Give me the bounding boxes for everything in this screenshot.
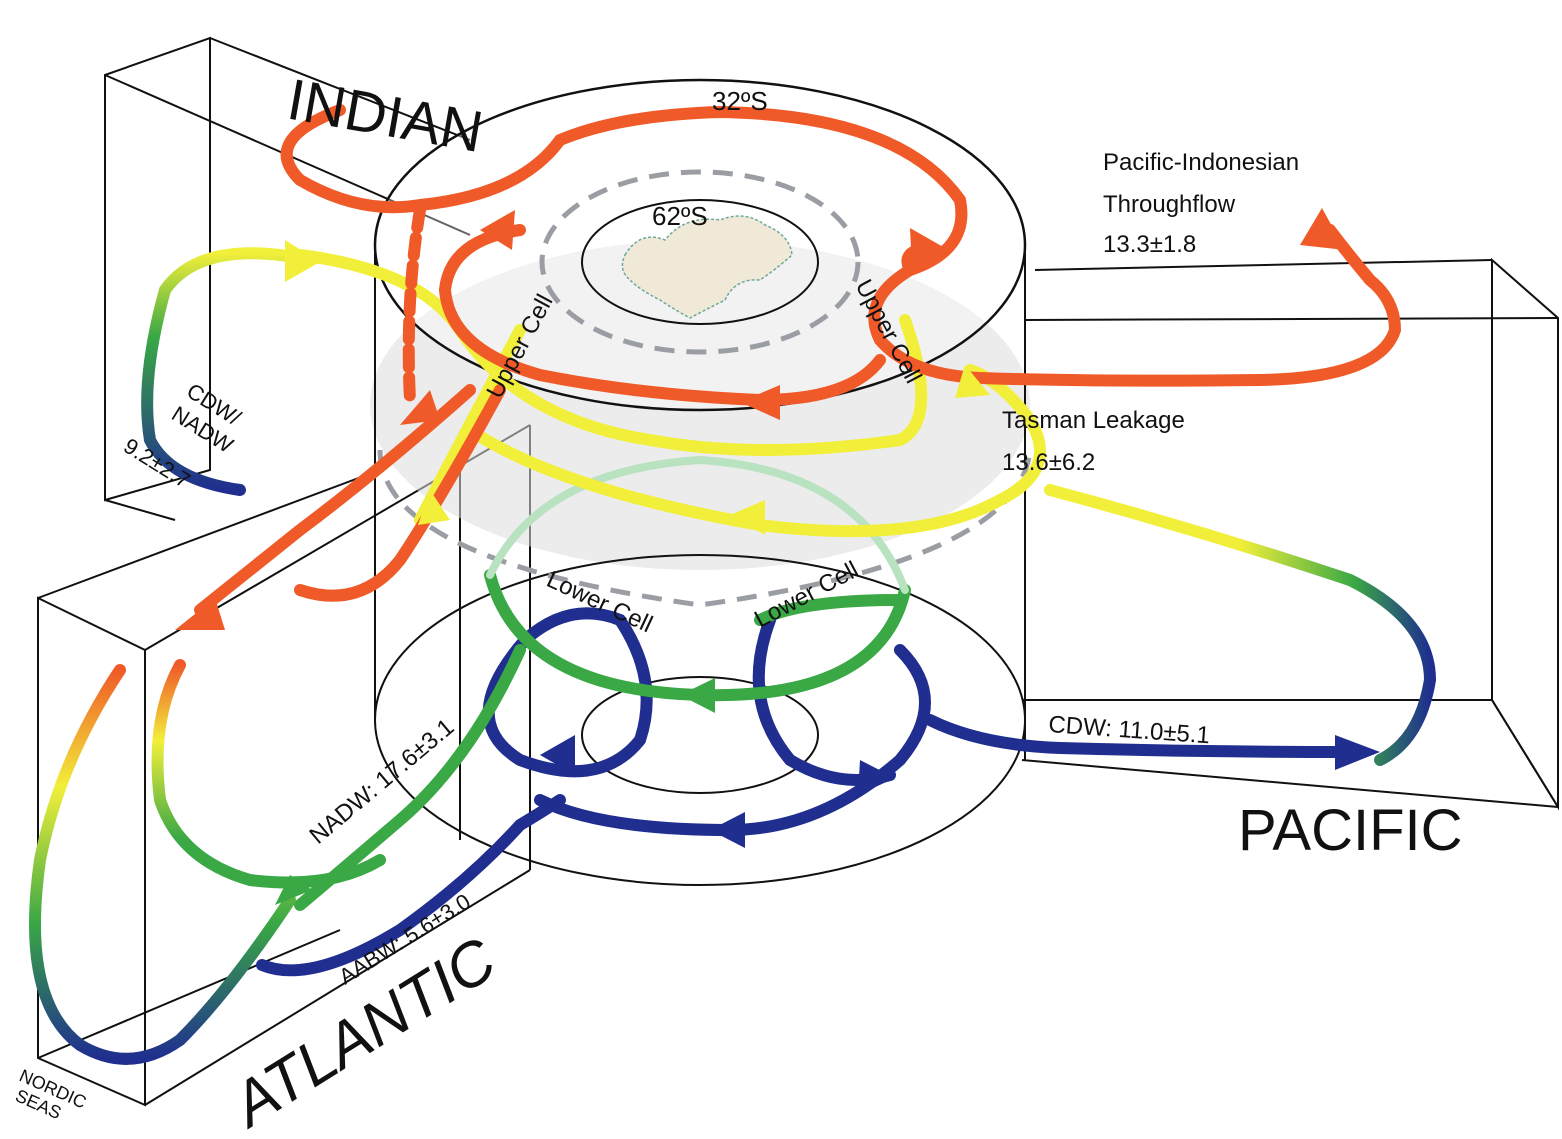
arrow-yellow-west: [418, 490, 450, 525]
throughflow-label-line2: Throughflow: [1103, 191, 1236, 218]
throughflow-value: 13.3±1.8: [1103, 231, 1196, 258]
tasman-leakage-label: Tasman Leakage: [1002, 407, 1185, 434]
pacific-basin-box: [1021, 257, 1559, 811]
arrow-blue-east: [858, 760, 895, 795]
lower-cell-label-east: Lower Cell: [750, 556, 863, 633]
62s-inner-circle: [581, 199, 819, 325]
lower-dashed-arc: [377, 449, 1033, 608]
arrow-upper-east: [910, 228, 945, 268]
arrow-upper-south: [740, 385, 780, 420]
arrow-blue-pacific: [1335, 735, 1380, 770]
flow-arrowheads: [175, 208, 1380, 905]
arrow-throughflow: [1300, 208, 1345, 250]
pacific-basin-label: PACIFIC: [1238, 798, 1463, 863]
deep-flow-paths: [256, 607, 1356, 977]
latitude-62s-label: 62ºS: [652, 201, 708, 231]
arrow-upper-west: [480, 210, 515, 250]
lower-cell-label-west: Lower Cell: [542, 566, 656, 638]
arrow-blue-west: [540, 735, 575, 775]
tasman-leakage-value: 13.6±6.2: [1002, 449, 1095, 476]
arrow-yellow-indian: [285, 240, 320, 282]
arrow-indian-dashed: [400, 390, 440, 425]
arrow-yellow-east: [955, 365, 990, 398]
latitude-32s-label: 32ºS: [712, 86, 768, 116]
polar-front-dashed-ring: [539, 169, 861, 355]
arrow-green-center: [680, 678, 715, 713]
arrow-atlantic-upper: [175, 598, 225, 630]
antarctica-shape: [621, 215, 793, 319]
indian-basin-label: INDIAN: [283, 67, 488, 165]
throughflow-label-line1: Pacific-Indonesian: [1103, 149, 1299, 176]
basin-gradient-limbs: [29, 247, 386, 1065]
arrow-blue-south: [710, 812, 745, 848]
arrow-green-atlantic: [275, 875, 312, 905]
arrow-yellow-center: [730, 500, 765, 535]
upper-flow-paths: [194, 104, 1402, 616]
